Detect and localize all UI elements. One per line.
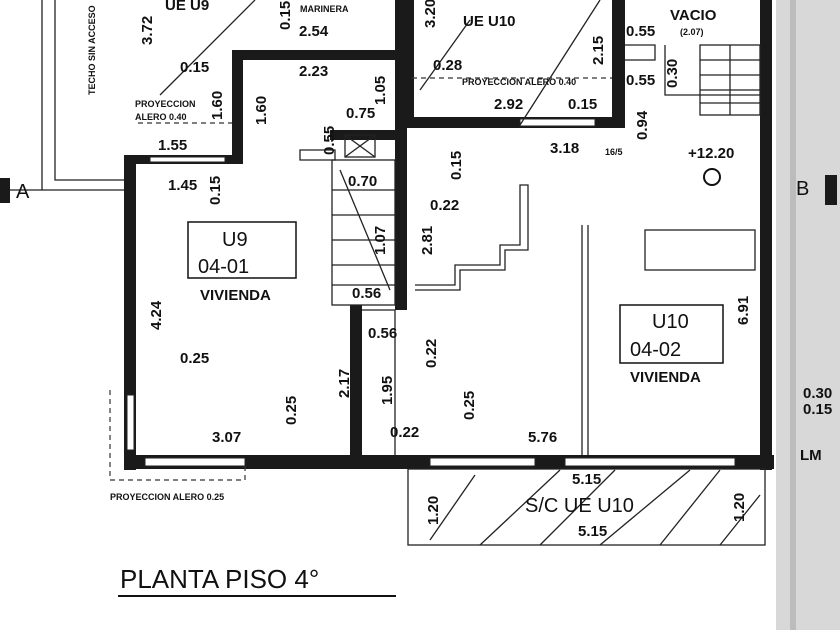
dimension: 2.23 [299, 63, 328, 80]
section-mark-a: A [16, 181, 30, 203]
dimension: 1.20 [425, 496, 442, 525]
dimension: 1.07 [372, 226, 389, 255]
lm-label: LM [800, 447, 822, 464]
dimension: 0.94 [634, 110, 651, 140]
dimension: 1.60 [209, 91, 226, 120]
dimension: 6.91 [735, 296, 752, 325]
dimension: 1.20 [731, 493, 748, 522]
vacio-dim: (2.07) [680, 27, 704, 37]
dimension: 0.15 [568, 96, 597, 113]
dimension: 3.72 [139, 16, 156, 45]
plan-title: PLANTA PISO 4° [120, 564, 319, 594]
fixtures [299, 149, 756, 455]
unit-code: U10 [652, 311, 689, 333]
dimension: 2.17 [336, 369, 353, 398]
dimension: 0.15 [180, 59, 209, 76]
projection-label: ALERO 0.40 [135, 112, 187, 122]
dimension: 1.95 [379, 376, 396, 405]
dimension: 0.25 [180, 350, 209, 367]
section-mark-b: B [796, 178, 809, 200]
marinera-label: MARINERA [300, 4, 349, 14]
dimension: 0.55 [626, 23, 655, 40]
unit-use: VIVIENDA [630, 369, 701, 386]
dimension: 0.15 [803, 401, 832, 418]
dimension: 5.15 [572, 471, 601, 488]
dimension: 3.07 [212, 429, 241, 446]
level-marker-icon [703, 168, 721, 186]
dimension: 0.22 [430, 197, 459, 214]
dimension: 5.15 [578, 523, 607, 540]
dimension: 0.15 [448, 151, 465, 180]
dimension: 2.92 [494, 96, 523, 113]
level-label: +12.20 [688, 145, 734, 162]
dimension: 0.28 [433, 57, 462, 74]
dimension: 0.25 [461, 391, 478, 420]
dimension: 4.24 [148, 300, 165, 330]
leader-lines [159, 0, 601, 126]
projection-label: PROYECCION [135, 99, 196, 109]
dimension: 2.15 [590, 36, 607, 65]
dimension: 1.05 [372, 76, 389, 105]
dimension: 0.56 [368, 325, 397, 342]
projection-label: PROYECCION ALERO 0.25 [110, 492, 224, 502]
dimension: 5.76 [528, 429, 557, 446]
balcony [407, 468, 766, 546]
balcony-label: S/C UE U10 [525, 495, 634, 517]
unit-use: VIVIENDA [200, 287, 271, 304]
dimension: 1.60 [253, 96, 270, 125]
unit-number: 04-01 [198, 256, 249, 278]
dimension: 0.15 [277, 1, 294, 30]
projection-outline [109, 390, 246, 481]
ue-u10-label: UE U10 [463, 13, 516, 30]
unit-code: U9 [222, 229, 248, 251]
projection-label: PROYECCION ALERO 0.40 [462, 77, 576, 87]
dimension-labels: 3.72 0.15 2.54 3.20 0.55 0.55 0.30 0.15 … [139, 0, 832, 540]
dimension: 0.15 [207, 176, 224, 205]
dimension: 1.55 [158, 137, 187, 154]
roof-outline [41, 0, 125, 191]
roof-label: TECHO SIN ACCESO [87, 5, 97, 95]
dimension: 0.22 [423, 339, 440, 368]
dimension: 0.55 [626, 72, 655, 89]
dimension: 0.70 [348, 173, 377, 190]
dimension: 0.56 [352, 285, 381, 302]
step-label: 16/5 [605, 147, 623, 157]
vacio-label: VACIO [670, 7, 717, 24]
stair [331, 44, 761, 306]
dimension: 3.18 [550, 140, 579, 157]
dimension: 0.25 [283, 396, 300, 425]
unit-number: 04-02 [630, 339, 681, 361]
dimension: 2.81 [419, 226, 436, 255]
windows [126, 118, 736, 467]
unit-u10: U10 04-02 VIVIENDA [619, 304, 724, 386]
ue-u9-label: UE U9 [165, 0, 209, 14]
dimension: 3.20 [422, 0, 439, 28]
dimension: 0.22 [390, 424, 419, 441]
dimension: 0.30 [664, 59, 681, 88]
dimension: 0.75 [346, 105, 375, 122]
dimension: 2.54 [299, 23, 329, 40]
dimension: 0.55 [321, 126, 338, 155]
scan-margin [776, 0, 840, 630]
unit-u9: U9 04-01 VIVIENDA [187, 221, 297, 304]
dimension: 0.30 [803, 385, 832, 402]
dimension: 1.45 [168, 177, 197, 194]
